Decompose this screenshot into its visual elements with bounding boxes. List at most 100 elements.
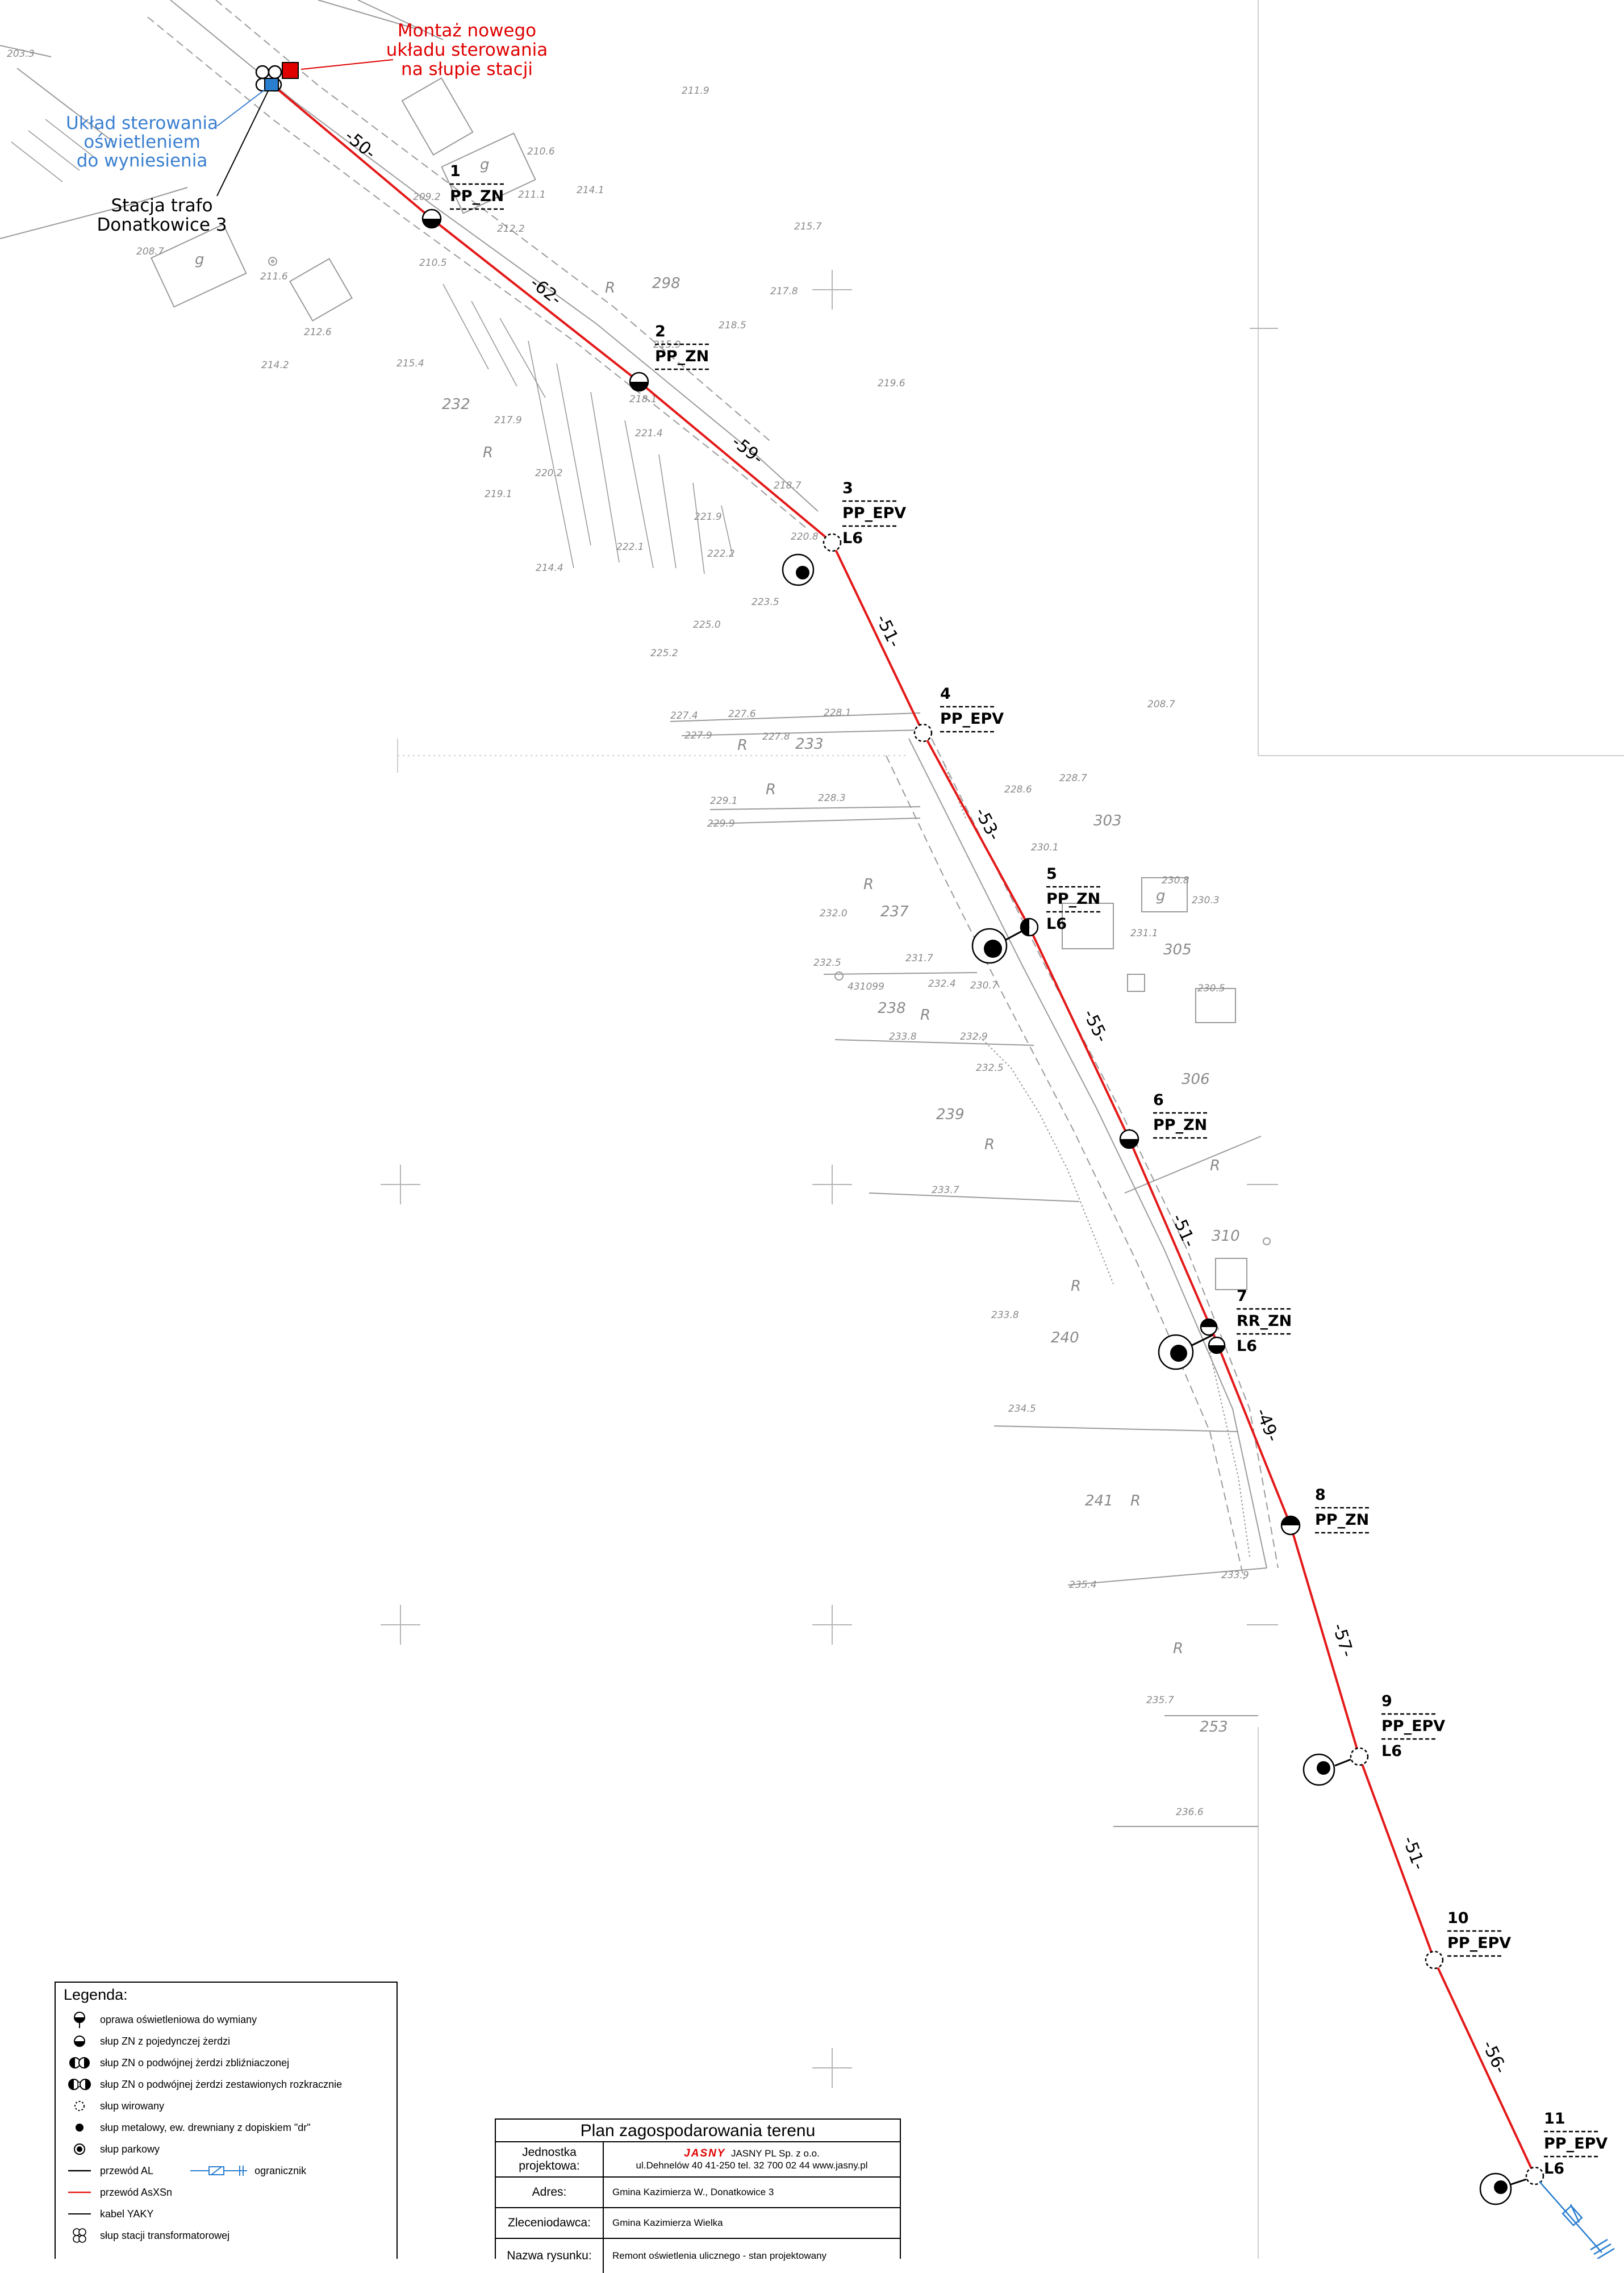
elevation-label: 217.9 — [494, 415, 522, 426]
elevation-label: 230.1 — [1031, 842, 1059, 853]
elevation-label: 230.7 — [970, 980, 998, 991]
elevation-label: 225.2 — [650, 648, 678, 659]
pole-10-spun-icon — [1425, 1950, 1444, 1970]
legend-row: słup ZN o podwójnej żerdzi zestawionych … — [64, 2075, 342, 2094]
title-block-row: Adres: Gmina Kazimierza W., Donatkowice … — [496, 2178, 900, 2208]
elevation-label: 218.5 — [719, 320, 746, 331]
pole-type: PP_EPV — [1381, 1717, 1445, 1735]
elevation-label: 214.2 — [261, 360, 289, 371]
twin-pole-icon — [69, 2057, 90, 2068]
parcel-number: 239 — [936, 1106, 965, 1123]
pole-luminaire-code: L6 — [1544, 2160, 1564, 2178]
pole-number: 7 — [1237, 1287, 1247, 1305]
pole-6-single-zn-icon — [1119, 1129, 1139, 1149]
elevation-label: 233.8 — [889, 1031, 917, 1042]
elevation-label: 214.1 — [577, 185, 604, 196]
elevation-label: 227.4 — [670, 710, 698, 721]
elevation-label: 232.9 — [960, 1031, 988, 1042]
elevation-label: 235.4 — [1069, 1579, 1097, 1591]
title-block: Plan zagospodarowania terenu Jednostka p… — [495, 2118, 901, 2273]
new-control-box — [282, 62, 299, 79]
legend-row: kabel YAKY — [64, 2204, 153, 2224]
pole-type: PP_EPV — [1447, 1934, 1511, 1952]
pole-5-luminaire-icon — [999, 917, 1039, 944]
metal-pole-icon — [76, 2124, 84, 2132]
parcel-number: 303 — [1093, 812, 1122, 829]
legend-label: słup metalowy, ew. drewniany z dopiskiem… — [100, 2121, 311, 2133]
title-block-row: Zleceniodawca: Gmina Kazimierza Wielka — [496, 2208, 900, 2239]
legend-row: przewód AsXSn — [64, 2183, 172, 2202]
unit-value: JASNY JASNY PL Sp. z o.o. ul.Dehnelów 40… — [604, 2142, 900, 2176]
pole-type: PP_EPV — [842, 504, 906, 522]
pole-11-spun-icon — [1510, 2166, 1544, 2186]
elevation-label: 208.7 — [136, 246, 164, 257]
elevation-label: 218.7 — [774, 480, 801, 491]
legend-label: oprawa oświetleniowa do wymiany — [100, 2013, 257, 2025]
elevation-label: 228.3 — [818, 793, 846, 804]
parcel-number: 233 — [795, 736, 824, 753]
pole-type: RR_ZN — [1237, 1312, 1292, 1330]
elevation-label: 221.9 — [694, 511, 722, 523]
elevation-label: 210.6 — [527, 146, 555, 157]
drawing-label: Nazwa rysunku: — [496, 2239, 604, 2273]
elevation-label: 233.7 — [932, 1185, 959, 1196]
elevation-label: 229.1 — [710, 795, 738, 807]
pole-type: PP_ZN — [1315, 1511, 1369, 1529]
pole-luminaire-code: L6 — [842, 529, 863, 547]
elevation-label: 231.1 — [1130, 928, 1158, 939]
pole-type: PP_EPV — [940, 710, 1004, 728]
luminaire-icon — [74, 2012, 85, 2028]
elevation-label: 228.7 — [1059, 773, 1087, 784]
pole-3-park-icon — [782, 553, 815, 586]
title-block-row: Jednostka projektowa: JASNY JASNY PL Sp.… — [496, 2142, 900, 2178]
split-pole-icon — [68, 2079, 91, 2090]
asxsn-line — [270, 83, 1536, 2176]
land-use-mark: R — [1173, 1640, 1183, 1657]
pole-number: 4 — [940, 685, 951, 703]
transformer-pole-icon — [73, 2228, 86, 2243]
elevation-label: 221.4 — [635, 428, 663, 439]
legend-label: przewód AL — [100, 2164, 154, 2176]
elevation-label: 431099 — [848, 981, 884, 992]
legend-label: słup stacji transformatorowej — [100, 2229, 230, 2241]
pole-number: 10 — [1447, 1909, 1469, 1927]
pole-number: 6 — [1153, 1091, 1164, 1109]
legend-row: słup metalowy, ew. drewniany z dopiskiem… — [64, 2118, 311, 2137]
legend: Legenda: oprawa oświetleniowa do wymiany… — [55, 1982, 398, 2259]
pole-luminaire-code: L6 — [1381, 1742, 1402, 1760]
parcel-number: 253 — [1200, 1719, 1228, 1736]
legend-row: słup parkowy — [64, 2139, 160, 2159]
land-use-mark: R — [766, 781, 776, 798]
elevation-label: 236.6 — [1176, 1807, 1204, 1818]
control-note-line3: do wyniesienia — [77, 151, 208, 171]
elevation-label: 203.3 — [7, 48, 35, 60]
land-use-mark: g — [480, 156, 490, 173]
new-control-leader — [300, 59, 394, 70]
pole-8-single-zn-icon — [1280, 1515, 1301, 1536]
span-length: -51- — [872, 611, 905, 650]
pole-4-spun-icon — [913, 723, 933, 743]
parcel-number: 298 — [652, 275, 681, 292]
land-use-mark: R — [1071, 1278, 1081, 1295]
pole-type: PP_ZN — [450, 187, 504, 205]
address-value: Gmina Kazimierza W., Donatkowice 3 — [612, 2187, 774, 2197]
client-value: Gmina Kazimierza Wielka — [612, 2217, 723, 2228]
pole-luminaire-code: L6 — [1237, 1337, 1257, 1355]
brand-logo: JASNY — [684, 2147, 726, 2159]
spun-pole-icon — [74, 2101, 85, 2111]
elevation-label: 215.4 — [396, 358, 424, 369]
land-use-mark: R — [920, 1007, 930, 1024]
address-label: Adres: — [496, 2178, 604, 2207]
legend-label: kabel YAKY — [100, 2208, 154, 2220]
elevation-label: 217.8 — [770, 286, 798, 297]
elevation-label: 232.4 — [928, 978, 956, 990]
legend-title: Legenda: — [64, 1986, 128, 2003]
land-use-mark: R — [737, 737, 748, 754]
land-use-mark: g — [1156, 887, 1166, 904]
elevation-label: 208.7 — [1147, 699, 1175, 710]
pole-3-spun-icon — [823, 533, 842, 552]
elevation-label: 218.1 — [629, 394, 657, 405]
land-use-mark: s — [1210, 1160, 1216, 1174]
elevation-label: 212.2 — [497, 223, 525, 235]
